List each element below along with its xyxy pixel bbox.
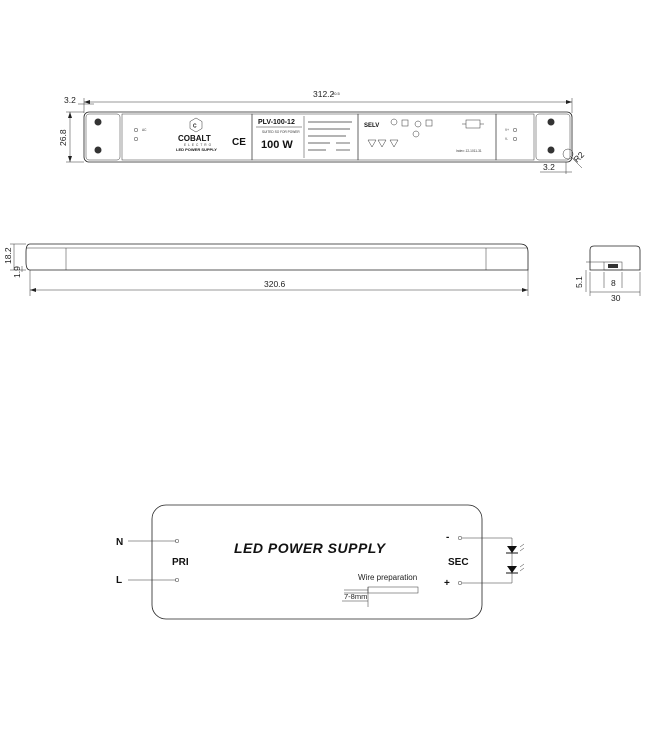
output-symbol-icon: [462, 119, 484, 129]
index-label: Index: ZJ-1011-31: [456, 149, 482, 153]
minus-label: -: [446, 532, 449, 543]
brand-name: COBALT: [178, 134, 211, 143]
pri-label: PRI: [172, 557, 189, 568]
brand-sub: ELECTRO: [184, 143, 213, 147]
end-height: 5.1: [574, 276, 584, 288]
n-terminal: [174, 538, 180, 544]
l-label: L: [116, 575, 122, 586]
power-rating: 100 W: [261, 139, 293, 151]
v-minus-label: V-: [505, 137, 508, 141]
width-dimension: 26.8: [58, 129, 68, 146]
minus-terminal: [457, 535, 463, 541]
length-dimension: 312.2: [313, 89, 335, 99]
length-tolerance: ±0.5: [332, 91, 341, 96]
side-height: 18.2: [3, 247, 13, 264]
end-width: 30: [611, 293, 621, 303]
safety-symbols-icon: [367, 118, 433, 148]
power-caption: SUITED SO FOR POWER: [262, 130, 300, 134]
top-view: 312.2 ±0.5 3.2 26.8 AC: [58, 89, 586, 174]
l-terminal: [174, 577, 180, 583]
spec-text-lines: [308, 121, 352, 151]
hole-offset-left: 3.2: [64, 95, 76, 105]
v-plus-label: V+: [505, 128, 509, 132]
svg-text:C: C: [193, 124, 197, 130]
strip-length: 7-8mm: [344, 592, 367, 601]
wiring-diagram: LED POWER SUPPLY N L PRI - + SEC Wire pr…: [116, 504, 525, 620]
psu-body-top: [83, 111, 573, 163]
wire-prep-label: Wire preparation: [358, 573, 417, 582]
model-name: PLV-100-12: [258, 119, 295, 126]
side-view: 18.2 1.9 320.6: [3, 243, 529, 296]
selv-mark: SELV: [364, 123, 379, 129]
sec-label: SEC: [448, 557, 469, 568]
end-view: 5.1 8 30: [574, 245, 641, 303]
mount-hole-icon: [94, 118, 555, 154]
product-line: LED POWER SUPPLY: [176, 147, 217, 152]
led-icon: [506, 543, 525, 574]
hole-offset-right: 3.2: [543, 162, 555, 172]
psu-body-end: [589, 245, 641, 271]
psu-body-side: [25, 243, 529, 271]
ce-mark: CE: [232, 137, 246, 148]
psu-box: [151, 504, 483, 620]
n-label: N: [116, 537, 123, 548]
cobalt-logo: C COBALT ELECTRO LED POWER SUPPLY: [176, 117, 217, 152]
radius-label: R2: [571, 149, 586, 164]
plus-terminal: [457, 580, 463, 586]
end-inner: 8: [611, 278, 616, 288]
ac-label: AC: [142, 128, 147, 132]
wire-prep-icon: [344, 586, 419, 607]
wiring-title: LED POWER SUPPLY: [234, 540, 387, 556]
plus-label: +: [444, 578, 450, 589]
side-length: 320.6: [264, 279, 286, 289]
side-step: 1.9: [12, 266, 22, 278]
